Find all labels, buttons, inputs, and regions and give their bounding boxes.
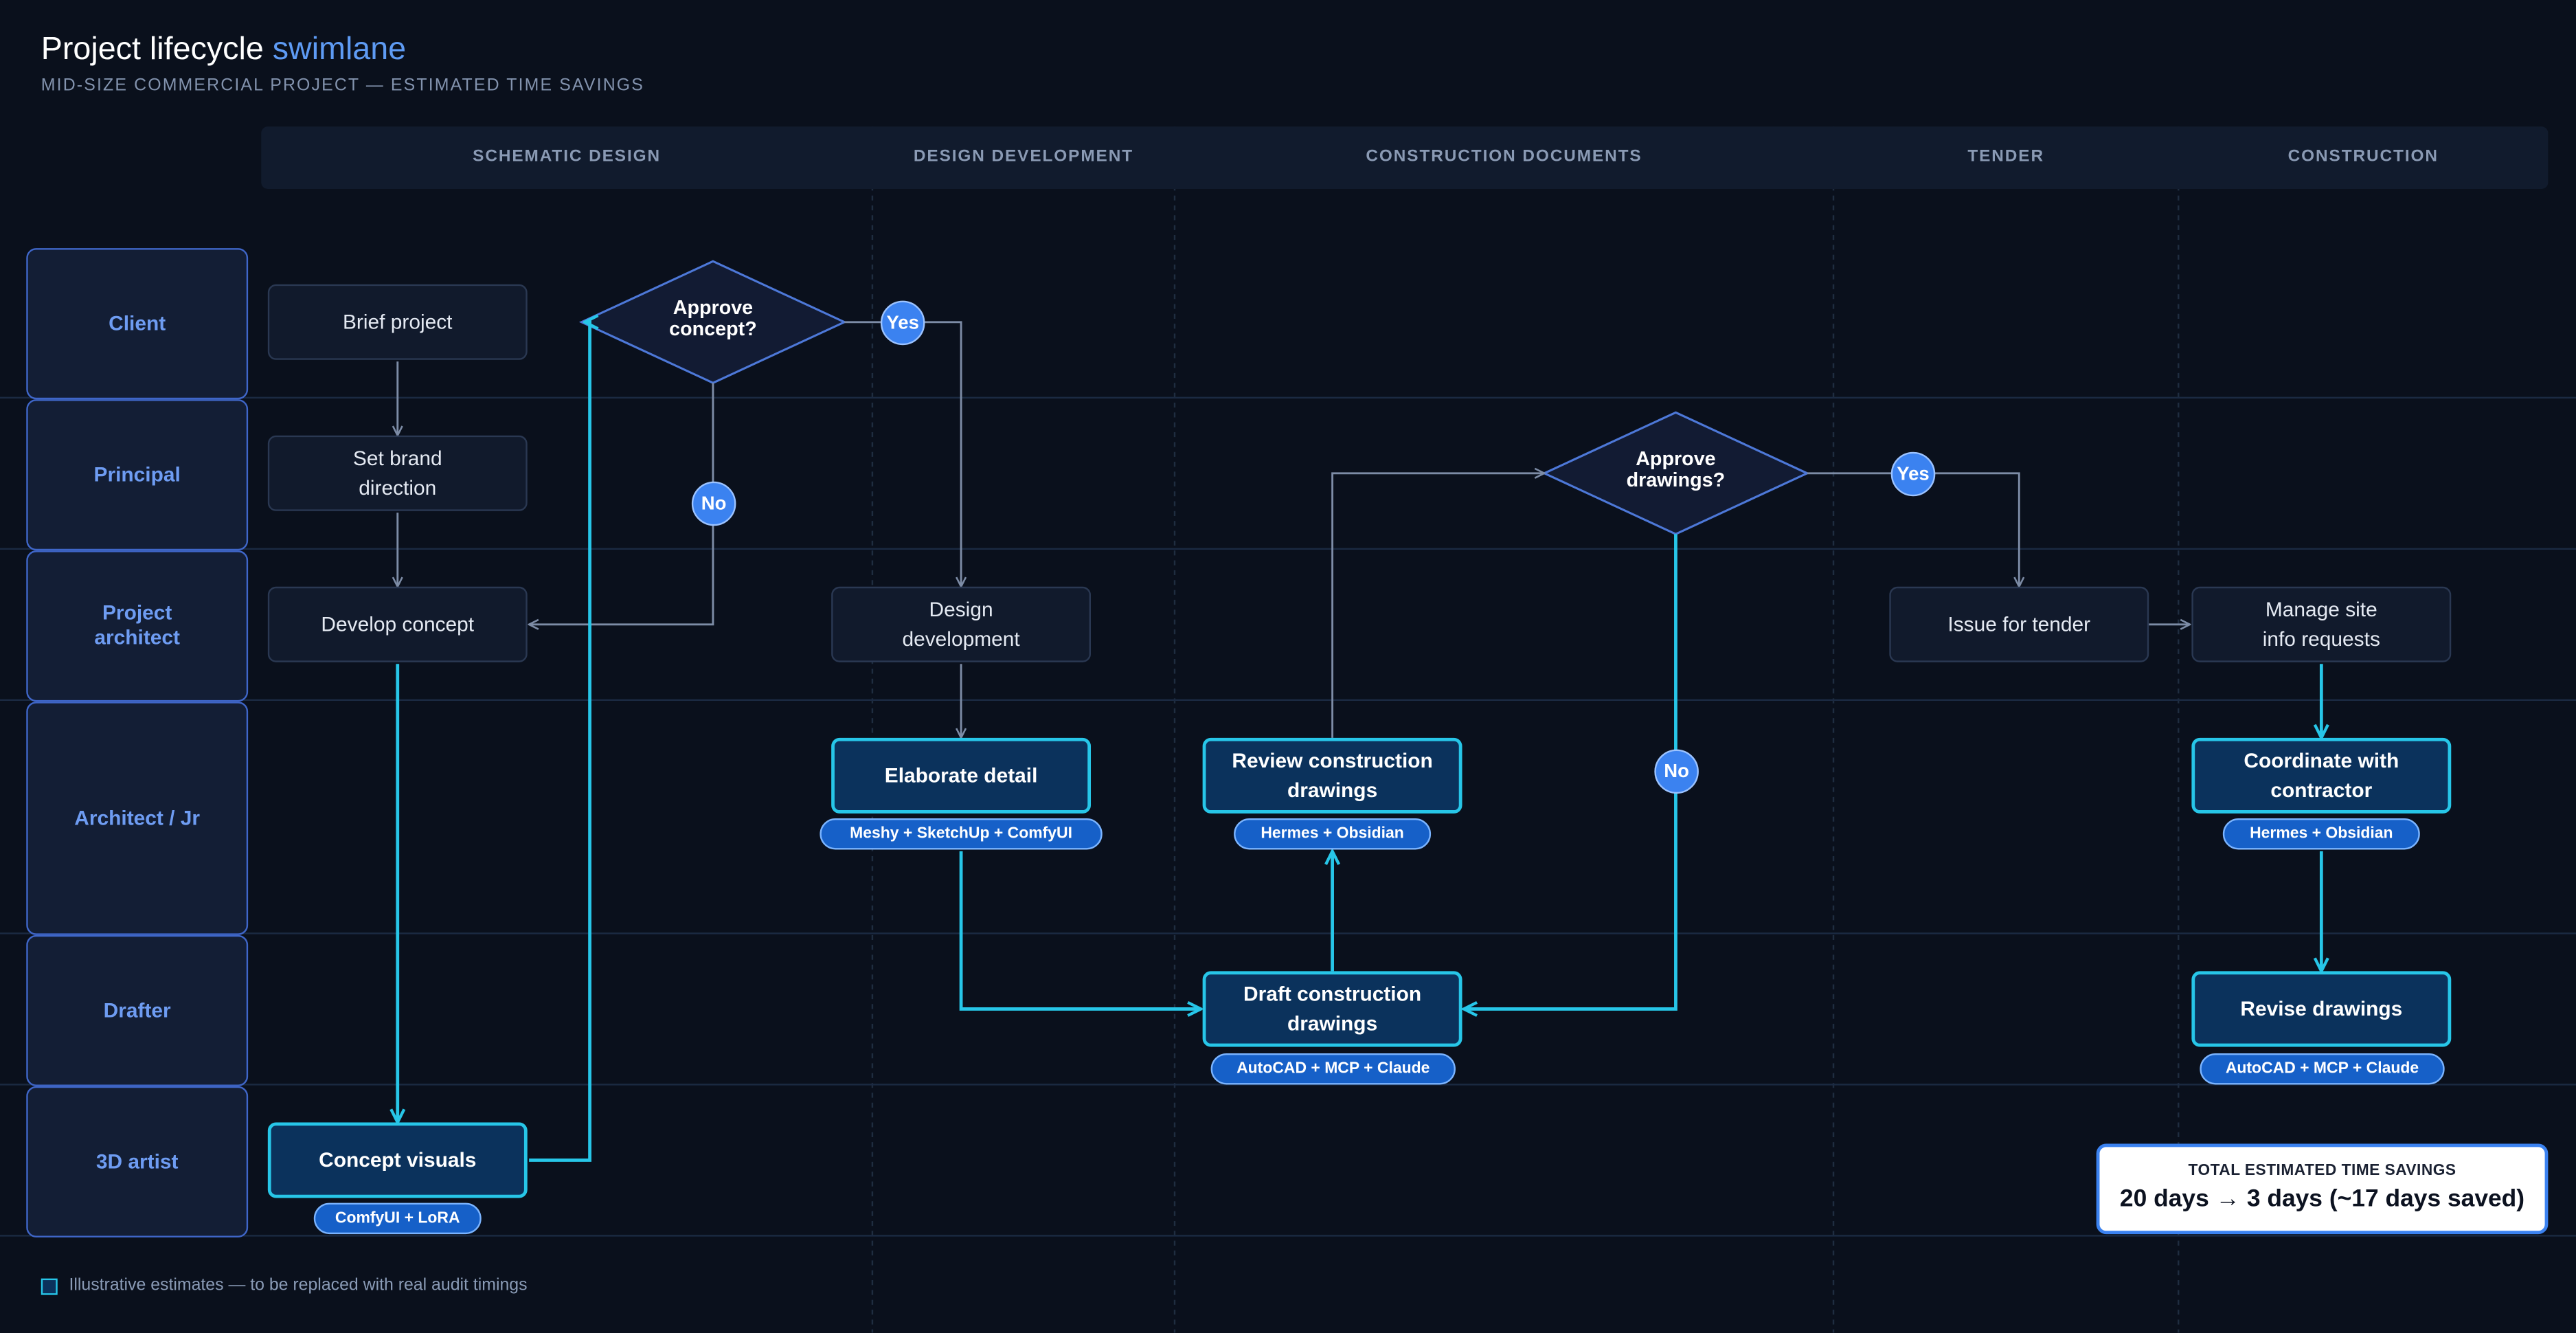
lane-project-architect: Project architect [26, 550, 249, 702]
savings-label: TOTAL ESTIMATED TIME SAVINGS [2188, 1161, 2456, 1180]
lane-drafter: Drafter [26, 934, 249, 1086]
step-label: Elaborate detail [884, 764, 1038, 787]
step-label: Draft construction drawings [1243, 983, 1422, 1035]
lane-3d-artist: 3D artist [26, 1086, 249, 1237]
tool-pill: Meshy + SketchUp + ComfyUI [820, 818, 1103, 850]
arrow-concept-no [529, 383, 714, 625]
decision-approve-concept: Approve concept? [614, 295, 811, 341]
step-label: Develop concept [321, 613, 475, 636]
title-main: Project lifecycle [41, 31, 264, 68]
arrow-detail-to-draft [959, 851, 1201, 1009]
step-label: Issue for tender [1947, 613, 2091, 636]
tool-pill: ComfyUI + LoRA [313, 1202, 482, 1235]
legend-text: Illustrative estimates — to be replaced … [69, 1277, 528, 1295]
phase-header [261, 126, 2549, 190]
step-label: Revise drawings [2240, 997, 2403, 1021]
lane-label: Architect / Jr [74, 806, 201, 829]
arrow-concept-yes [844, 321, 961, 587]
badge-yes-drawings: Yes [1890, 451, 1936, 497]
step-label: Set brand direction [352, 447, 442, 500]
page-subtitle: MID-SIZE COMMERCIAL PROJECT — ESTIMATED … [41, 77, 645, 96]
phase-tender: TENDER [1967, 148, 2044, 166]
title-accent: swimlane [272, 31, 407, 68]
step-coordinate-with-contractor: Coordinate with contractor [2191, 737, 2452, 814]
step-elaborate-detail: Elaborate detail [831, 737, 1092, 814]
decision-approve-drawings: Approve drawings? [1577, 447, 1774, 492]
tool-pill: AutoCAD + MCP + Claude [1210, 1053, 1456, 1085]
page-title: Project lifecycle swimlane [41, 31, 406, 69]
lane-label: 3D artist [95, 1149, 179, 1173]
savings-summary: TOTAL ESTIMATED TIME SAVINGS 20 days → 3… [2096, 1143, 2549, 1235]
lane-label: Project architect [94, 601, 180, 649]
step-design-development: Design development [831, 586, 1092, 662]
step-concept-visuals: Concept visuals [267, 1122, 528, 1198]
tool-pill: Hermes + Obsidian [1234, 818, 1432, 850]
badge-no-concept: No [691, 481, 736, 526]
arrow-visuals-to-approve [529, 322, 589, 1162]
step-review-construction-drawings: Review construction drawings [1202, 737, 1462, 814]
arrow-drawings-yes [1807, 472, 2020, 587]
decision-label: Approve drawings? [1626, 447, 1726, 492]
tool-pill: AutoCAD + MCP + Claude [2200, 1053, 2445, 1085]
step-label: Concept visuals [319, 1148, 477, 1172]
lane-label: Client [109, 311, 166, 335]
lane-label: Principal [93, 462, 181, 486]
phase-schematic-design: SCHEMATIC DESIGN [473, 148, 662, 166]
savings-value: 20 days → 3 days (~17 days saved) [2119, 1186, 2525, 1213]
decision-label: Approve concept? [669, 295, 757, 341]
step-manage-site-info-requests: Manage site info requests [2191, 586, 2452, 662]
step-label: Manage site info requests [2262, 598, 2380, 651]
phase-construction: CONSTRUCTION [2287, 148, 2439, 166]
step-revise-drawings: Revise drawings [2191, 971, 2452, 1047]
step-issue-for-tender: Issue for tender [1889, 586, 2149, 662]
lane-client: Client [26, 248, 249, 400]
legend: Illustrative estimates — to be replaced … [41, 1277, 528, 1295]
step-label: Review construction drawings [1232, 749, 1433, 803]
step-label: Coordinate with contractor [2244, 749, 2399, 803]
step-set-brand-direction: Set brand direction [267, 435, 528, 511]
tool-pill: Hermes + Obsidian [2222, 818, 2420, 850]
phase-construction-documents: CONSTRUCTION DOCUMENTS [1366, 148, 1642, 166]
phase-design-development: DESIGN DEVELOPMENT [913, 148, 1134, 166]
lane-principal: Principal [26, 399, 249, 551]
step-brief-project: Brief project [267, 284, 528, 360]
badge-no-drawings: No [1654, 749, 1699, 794]
lane-label: Drafter [103, 998, 171, 1022]
badge-yes-concept: Yes [880, 300, 925, 346]
arrow-drawings-no [1464, 534, 1677, 1009]
step-draft-construction-drawings: Draft construction drawings [1202, 971, 1462, 1047]
step-develop-concept: Develop concept [267, 586, 528, 662]
step-label: Brief project [342, 311, 453, 334]
legend-swatch-icon [41, 1277, 58, 1295]
arrow-review-to-approve [1331, 473, 1545, 738]
step-label: Design development [902, 598, 1020, 651]
lane-architect-jr: Architect / Jr [26, 702, 249, 935]
